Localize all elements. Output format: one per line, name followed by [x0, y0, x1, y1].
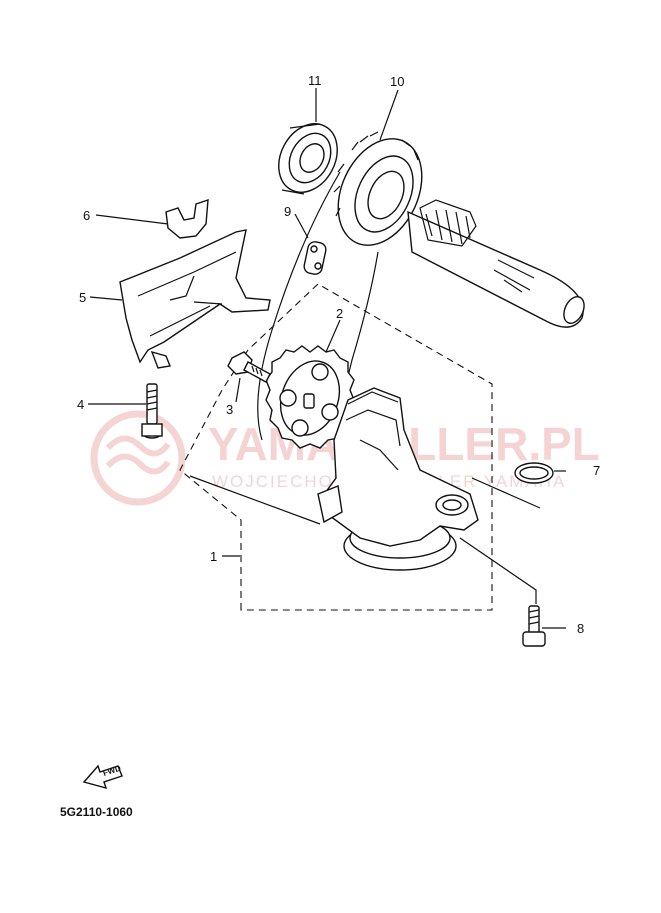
callout-9: 9 [284, 204, 291, 219]
bearing-part-11 [278, 123, 338, 195]
clip-part-6 [165, 199, 209, 239]
diagram-part-number: 5G2110-1060 [60, 805, 133, 819]
callout-5: 5 [79, 290, 86, 305]
callout-2: 2 [336, 306, 343, 321]
callout-4: 4 [77, 397, 84, 412]
callout-1: 1 [210, 549, 217, 564]
callout-8: 8 [577, 621, 584, 636]
fwd-arrow-icon: FWD [82, 764, 123, 790]
gear-part-10 [333, 131, 423, 246]
watermark-logo-wave-icon [105, 435, 171, 475]
callout-6: 6 [83, 208, 90, 223]
bolt-part-3 [227, 351, 271, 383]
chain-link-part-9 [303, 241, 327, 275]
main-shaft [407, 199, 585, 328]
bolt-part-4 [141, 383, 163, 439]
callout-11: 11 [308, 73, 322, 88]
leader-lines [88, 88, 566, 629]
callout-7: 7 [593, 463, 600, 478]
assembly-dashed-outline [179, 283, 493, 611]
callout-10: 10 [390, 74, 404, 89]
bolt-part-8 [522, 605, 546, 647]
watermark-logo-icon [90, 410, 186, 506]
cover-part-5 [119, 229, 271, 369]
sprocket-part-2 [265, 345, 355, 449]
oil-pump-body [317, 387, 479, 571]
callout-3: 3 [226, 402, 233, 417]
